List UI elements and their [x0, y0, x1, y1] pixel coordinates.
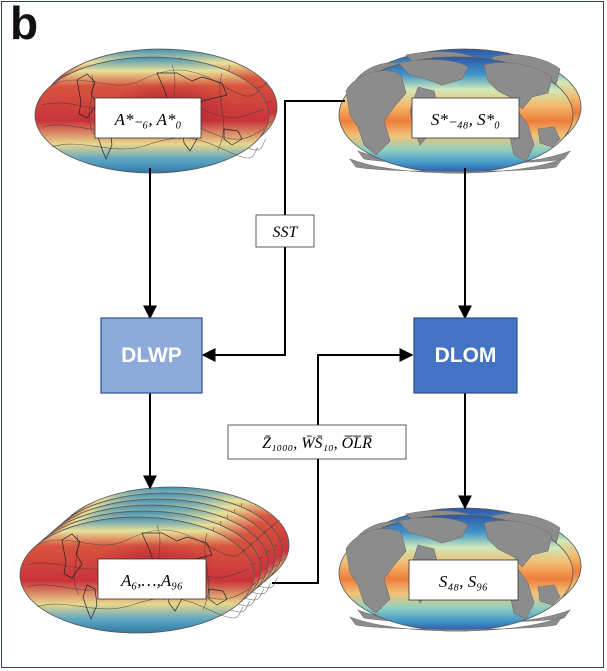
- dlom-node: DLOM: [413, 317, 518, 394]
- sst-label-box: SST: [255, 214, 315, 248]
- dlwp-label: DLWP: [121, 344, 182, 367]
- coupling-label: Z̄₁₀₀₀, W̄S̄₁₀, O̅L̅R̅: [262, 435, 372, 452]
- panel-label: b: [10, 0, 39, 49]
- ocean-input-label-box: S*₋₄₈, S*₀: [411, 97, 520, 139]
- ocean-output-label: S₄₈, S₉₆: [439, 572, 488, 591]
- ocean-output-label-box: S₄₈, S₉₆: [408, 559, 519, 601]
- atmos-input-label-box: A*₋₆, A*₀: [94, 97, 202, 139]
- atmos-input-label: A*₋₆, A*₀: [114, 110, 182, 129]
- dlwp-node: DLWP: [100, 317, 203, 394]
- atmos-output-label: A₆,…,A₉₆: [120, 571, 183, 590]
- coupling-label-box: Z̄₁₀₀₀, W̄S̄₁₀, O̅L̅R̅: [227, 424, 407, 460]
- ocean-input-label: S*₋₄₈, S*₀: [431, 110, 500, 129]
- atmos-output-label-box: A₆,…,A₉₆: [97, 558, 207, 600]
- arrow-coupling-to-dlom: [272, 348, 414, 584]
- dlom-label: DLOM: [435, 344, 497, 367]
- sst-label: SST: [273, 224, 299, 241]
